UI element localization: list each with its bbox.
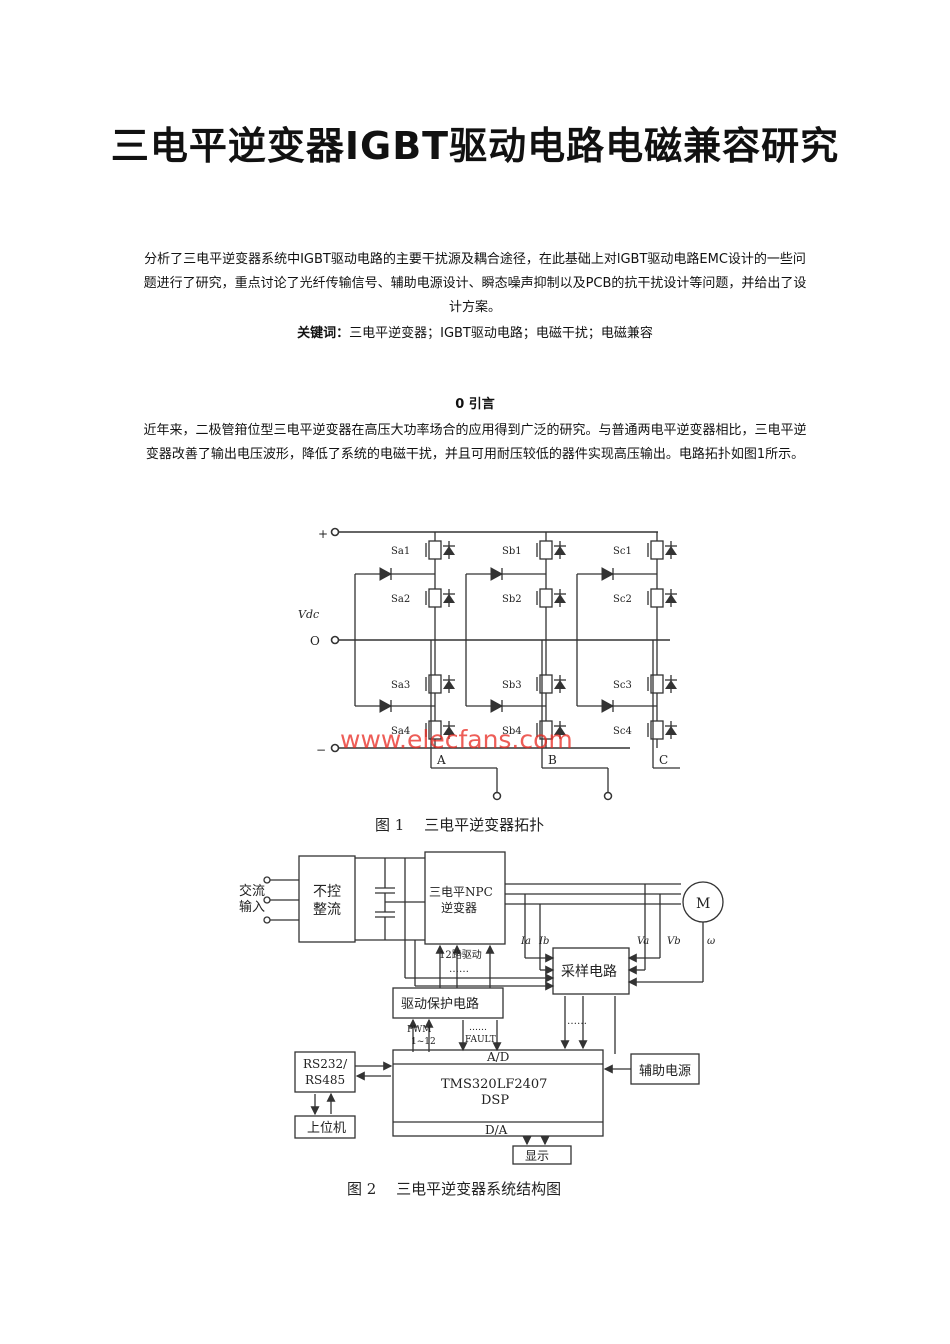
rs232-box	[294, 1051, 356, 1093]
switch-label: Sb4	[502, 726, 522, 737]
da-label: D/A	[485, 1123, 508, 1137]
drive-protect-label: 驱动保护电路	[401, 996, 479, 1012]
signal-omega: ω	[707, 936, 715, 947]
signal-vb: Vb	[667, 936, 681, 947]
igbt-switch-icon: Sc3	[613, 674, 677, 694]
phase-label: B	[548, 753, 557, 767]
igbt-switch-icon: Sa1	[391, 540, 455, 560]
switch-label: Sc1	[613, 546, 632, 557]
signal-ia: Ia	[520, 936, 531, 947]
inverter-label-1: 三电平NPC	[429, 885, 493, 899]
switch-label: Sb3	[502, 680, 522, 691]
paper-title: 三电平逆变器IGBT驱动电路电磁兼容研究	[110, 124, 840, 168]
igbt-switch-icon: Sb3	[502, 674, 566, 694]
switch-label: Sa3	[391, 680, 410, 691]
fault-dots: ……	[469, 1023, 487, 1033]
rectifier-label-1: 不控	[313, 884, 341, 900]
motor-label: M	[696, 896, 710, 912]
switch-label: Sb2	[502, 594, 522, 605]
intro-paragraph: 近年来，二极管箝位型三电平逆变器在高压大功率场合的应用得到广泛的研究。与普通两电…	[143, 423, 807, 462]
drive-count-label: 12路驱动	[439, 948, 482, 961]
fault-label: FAULT	[465, 1035, 496, 1045]
clamp-diode-icon	[490, 567, 504, 581]
display-label: 显示	[525, 1149, 549, 1163]
dsp-label-1: TMS320LF2407	[441, 1077, 547, 1092]
sampling-box	[552, 947, 630, 995]
clamp-diode-icon	[601, 567, 615, 581]
igbt-switch-icon: Sc4	[613, 720, 677, 740]
host-label: 上位机	[307, 1121, 346, 1136]
switch-label: Sb1	[502, 546, 522, 557]
rectifier-box	[298, 855, 356, 943]
ac-input-label-1: 交流	[239, 883, 265, 899]
inverter-label-2: 逆变器	[441, 900, 477, 915]
ac-input-label-2: 输入	[239, 899, 265, 915]
ad-label: A/D	[486, 1050, 509, 1064]
phase-label: C	[659, 753, 668, 767]
figure-1-caption: 图 1 三电平逆变器拓扑	[375, 816, 544, 834]
pwm-label-1: PWM	[407, 1025, 432, 1035]
host-box	[294, 1115, 356, 1139]
keywords: 关键词：三电平逆变器；IGBT驱动电路；电磁干扰；电磁兼容	[140, 322, 810, 346]
drive-protect-box	[392, 987, 504, 1019]
inverter-box	[424, 851, 506, 945]
signal-ib: Ib	[538, 936, 549, 947]
pwm-label-2: 1~12	[411, 1037, 436, 1047]
igbt-switch-icon: Sc2	[613, 588, 677, 608]
clamp-diode-icon	[601, 699, 615, 713]
dsp-box	[392, 1049, 604, 1137]
clamp-diode-icon	[490, 699, 504, 713]
ad-dots: ……	[567, 1016, 587, 1027]
igbt-switch-icon: Sa3	[391, 674, 455, 694]
dc-plus-label: +	[318, 527, 328, 541]
watermark: www.elecfans.com	[340, 725, 573, 754]
igbt-switch-icon: Sa4	[391, 720, 455, 740]
drive-dots: ……	[449, 964, 469, 975]
abstract: 分析了三电平逆变器系统中IGBT驱动电路的主要干扰源及耦合途径，在此基础上对lG…	[143, 252, 807, 315]
clamp-diode-icon	[379, 699, 393, 713]
clamp-diode-icon	[379, 567, 393, 581]
figure-1-topology: + Vdc O − Sa1Sa2Sa3Sa4ASb1Sb2Sb3Sb4BSc1S…	[298, 527, 680, 834]
igbt-switch-icon: Sa2	[391, 588, 455, 608]
igbt-switch-icon: Sc1	[613, 540, 677, 560]
display-box	[512, 1145, 572, 1165]
midpoint-label: O	[310, 634, 320, 648]
sampling-label: 采样电路	[561, 964, 617, 980]
dc-minus-label: −	[316, 743, 326, 757]
keywords-text: 三电平逆变器；IGBT驱动电路；电磁干扰；电磁兼容	[349, 326, 653, 341]
switch-label: Sc3	[613, 680, 632, 691]
section-heading: 0 引言	[455, 397, 495, 412]
igbt-switch-icon: Sb2	[502, 588, 566, 608]
switch-label: Sc2	[613, 594, 632, 605]
figure-2-caption: 图 2 三电平逆变器系统结构图	[347, 1180, 561, 1198]
igbt-switch-icon: Sb4	[502, 720, 566, 740]
rectifier-label-2: 整流	[313, 902, 341, 918]
switch-label: Sa1	[391, 546, 410, 557]
aux-power-label: 辅助电源	[639, 1064, 691, 1079]
signal-va: Va	[637, 936, 649, 947]
switch-label: Sa4	[391, 726, 410, 737]
figure-2-system-structure: 交流 输入 不控 整流 三电平NPC 逆变器 M 12路驱动 …… Ia Ib …	[239, 851, 724, 1198]
switch-label: Sc4	[613, 726, 632, 737]
rs-label-2: RS485	[305, 1073, 345, 1087]
switch-label: Sa2	[391, 594, 410, 605]
igbt-switch-icon: Sb1	[502, 540, 566, 560]
dsp-label-2: DSP	[481, 1093, 509, 1108]
rs-label-1: RS232/	[303, 1057, 348, 1071]
vdc-label: Vdc	[298, 608, 319, 621]
phase-label: A	[436, 753, 446, 767]
keywords-label: 关键词：	[297, 326, 350, 341]
